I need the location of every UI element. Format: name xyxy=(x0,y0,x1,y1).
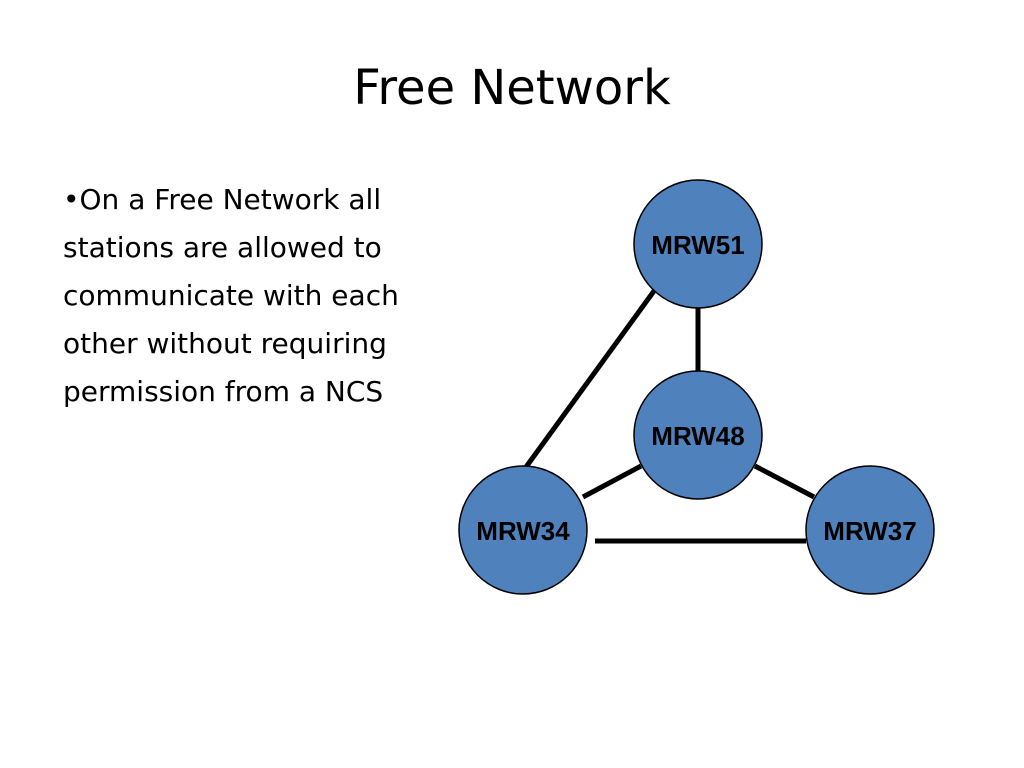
edge-mrw48-mrw34 xyxy=(581,463,643,500)
edge-mrw48-mrw37 xyxy=(753,463,816,500)
node-mrw51: MRW51 xyxy=(633,179,763,309)
node-label: MRW48 xyxy=(651,421,744,451)
bullet-list: •On a Free Network all stations are allo… xyxy=(63,176,463,416)
edge-mrw51-mrw34 xyxy=(523,289,657,469)
node-label: MRW51 xyxy=(651,230,744,260)
bullet-item: •On a Free Network all stations are allo… xyxy=(63,183,399,408)
node-circle xyxy=(458,465,588,595)
node-mrw48: MRW48 xyxy=(633,370,763,500)
node-circle xyxy=(633,370,763,500)
node-mrw37: MRW37 xyxy=(805,465,935,595)
node-mrw34: MRW34 xyxy=(458,465,588,595)
node-label: MRW34 xyxy=(476,516,570,546)
node-circle xyxy=(805,465,935,595)
node-label: MRW37 xyxy=(823,516,916,546)
node-circle xyxy=(633,179,763,309)
slide-title: Free Network xyxy=(353,60,671,116)
